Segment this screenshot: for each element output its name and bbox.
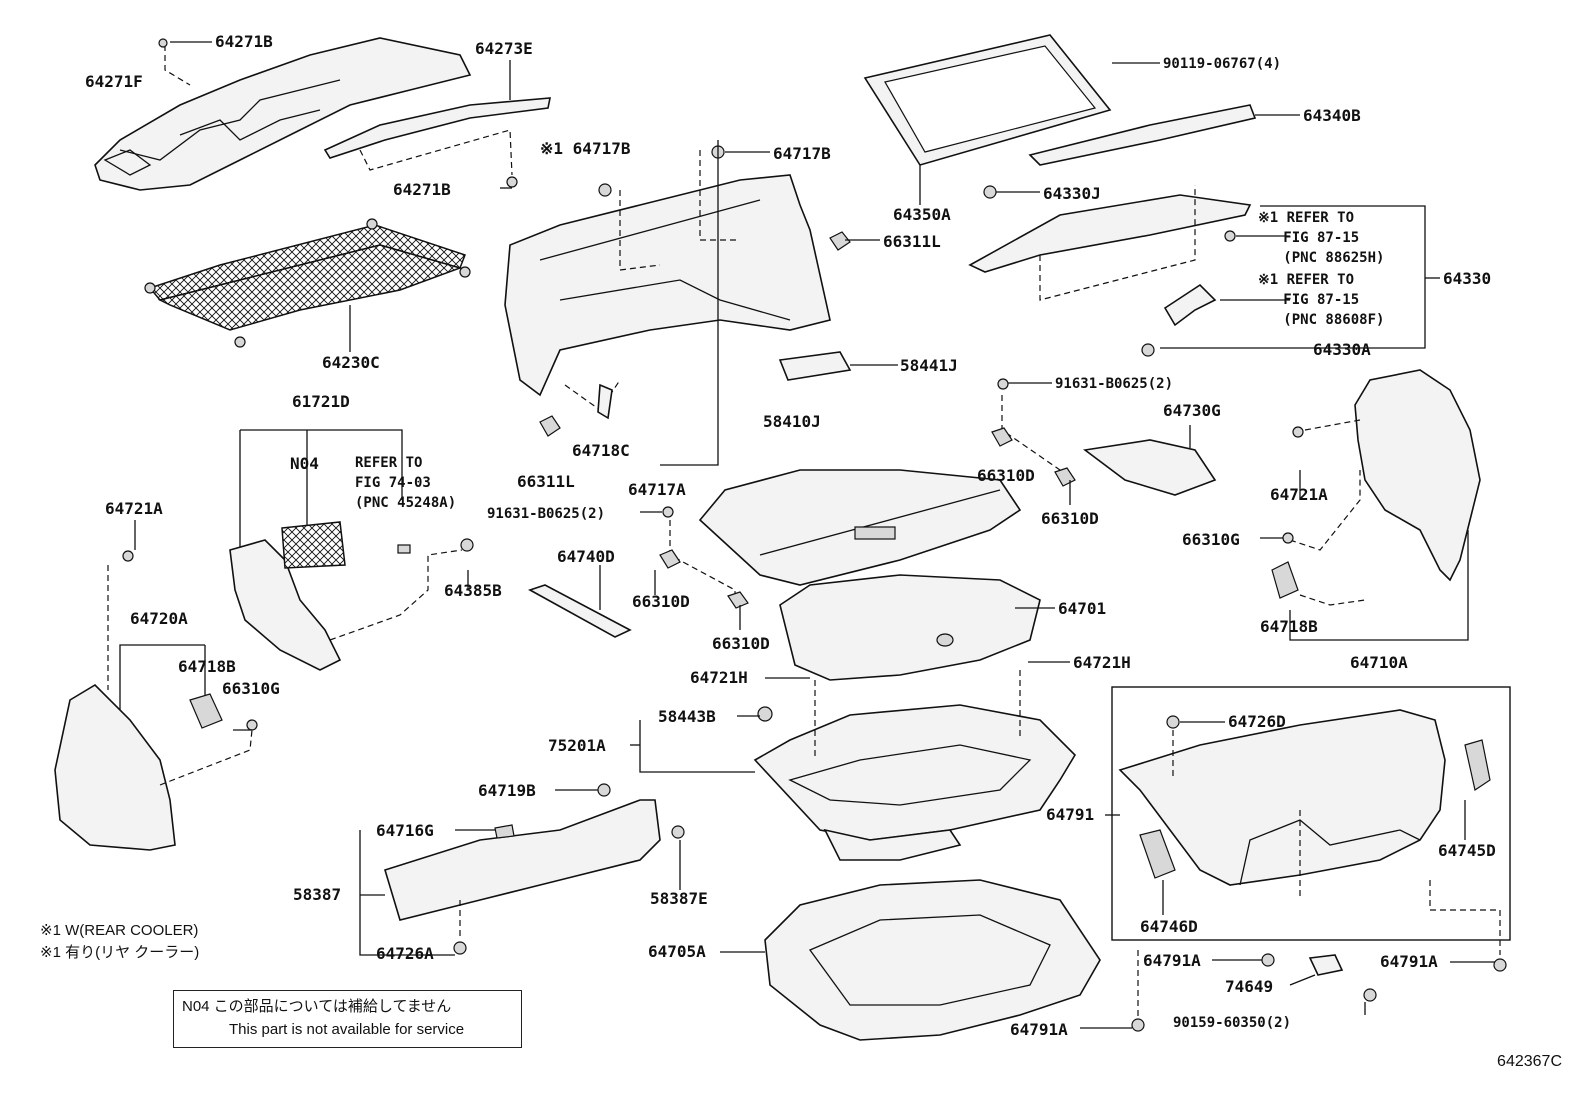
figure-id: 642367C — [1497, 1053, 1562, 1070]
label-64721H-right: 64721H — [1073, 653, 1131, 672]
label-74649: 74649 — [1225, 977, 1274, 996]
refer-to-fig-87-15-88625H: ※1 REFER TO FIG 87-15 (PNC 88625H) — [1258, 210, 1385, 266]
notice-box: N04 この部品については補給してません This part is not av… — [173, 990, 522, 1048]
label-64721A-left: 64721A — [105, 499, 163, 518]
label-66310D-a: 66310D — [977, 466, 1035, 485]
label-64717B-left: ※1 64717B — [540, 139, 631, 158]
notice-line-en: This part is not available for service — [229, 1021, 465, 1038]
label-64271F: 64271F — [85, 72, 143, 91]
label-N04: N04 — [290, 454, 319, 473]
label-64746D: 64746D — [1140, 917, 1198, 936]
label-64721A-right: 64721A — [1270, 485, 1328, 504]
label-66310D-c: 66310D — [632, 592, 690, 611]
notice-line-jp: N04 この部品については補給してません — [182, 998, 452, 1015]
label-64719B: 64719B — [478, 781, 536, 800]
label-58441J: 58441J — [900, 356, 958, 375]
label-64701: 64701 — [1058, 599, 1107, 618]
refer-to-fig-87-15-88608F: ※1 REFER TO FIG 87-15 (PNC 88608F) — [1258, 272, 1385, 328]
label-64720A: 64720A — [130, 609, 188, 628]
part-64330-shape — [968, 194, 1252, 273]
label-64726D: 64726D — [1228, 712, 1286, 731]
label-64271B-top: 64271B — [215, 32, 273, 51]
part-64718B-left-shape — [189, 693, 223, 729]
part-64718B-right-shape — [1271, 561, 1299, 599]
label-64385B: 64385B — [444, 581, 502, 600]
part-64717B-lining-shape — [504, 174, 831, 397]
note-rear-cooler-en: ※1 W(REAR COOLER) — [40, 922, 199, 939]
part-61721D-shape — [229, 539, 342, 671]
label-64791A-b: 64791A — [1380, 952, 1438, 971]
label-91631-B0625-top: 91631-B0625(2) — [1055, 376, 1174, 392]
part-58441J-shape — [778, 351, 852, 381]
label-64717A: 64717A — [628, 480, 686, 499]
refer-to-fig-74-03: REFER TO FIG 74-03 (PNC 45248A) — [355, 455, 457, 511]
label-64716G: 64716G — [376, 821, 434, 840]
label-64230C: 64230C — [322, 353, 380, 372]
label-66310G-right: 66310G — [1182, 530, 1240, 549]
label-58387E: 58387E — [650, 889, 708, 908]
label-66310D-d: 66310D — [712, 634, 770, 653]
label-61721D: 61721D — [292, 392, 350, 411]
label-64273E: 64273E — [475, 39, 533, 58]
part-74649-shape — [1308, 954, 1344, 976]
part-64740D-shape — [528, 584, 632, 638]
part-64273E-shape — [323, 97, 551, 159]
label-66311L-top: 66311L — [883, 232, 941, 251]
part-64705A-shape — [764, 879, 1101, 1041]
label-58387: 58387 — [293, 885, 342, 904]
part-64340B-shape — [1028, 104, 1257, 166]
label-64705A: 64705A — [648, 942, 706, 961]
label-64791A-c: 64791A — [1010, 1020, 1068, 1039]
label-64740D: 64740D — [557, 547, 615, 566]
label-64791: 64791 — [1046, 805, 1095, 824]
label-64726A: 64726A — [376, 944, 434, 963]
label-58410J: 58410J — [763, 412, 821, 431]
label-64340B: 64340B — [1303, 106, 1361, 125]
label-64730G: 64730G — [1163, 401, 1221, 420]
label-64791A-a: 64791A — [1143, 951, 1201, 970]
label-64271B-bottom: 64271B — [393, 180, 451, 199]
part-64745D-shape — [1464, 739, 1491, 791]
label-64330J: 64330J — [1043, 184, 1101, 203]
label-66311L-bottom: 66311L — [517, 472, 575, 491]
label-66310D-b: 66310D — [1041, 509, 1099, 528]
part-64271F-shape — [94, 37, 472, 191]
label-64350A: 64350A — [893, 205, 951, 224]
label-90119-06767: 90119-06767(4) — [1163, 56, 1282, 72]
label-91631-B0625-mid: 91631-B0625(2) — [487, 506, 606, 522]
part-64730G-shape — [1082, 439, 1217, 496]
part-64710A-shape — [1354, 369, 1481, 582]
part-64746D-shape — [1139, 829, 1176, 879]
label-64330A: 64330A — [1313, 340, 1371, 359]
part-64720A-shape — [54, 683, 176, 851]
label-64721H-left: 64721H — [690, 668, 748, 687]
label-64710A: 64710A — [1350, 653, 1408, 672]
label-64718B-left: 64718B — [178, 657, 236, 676]
label-66310G-left: 66310G — [222, 679, 280, 698]
label-64717B-right: 64717B — [773, 144, 831, 163]
part-75201A-shape — [753, 704, 1077, 841]
label-64718C: 64718C — [572, 441, 630, 460]
label-90159-60350: 90159-60350(2) — [1173, 1015, 1292, 1031]
note-rear-cooler-jp: ※1 有り(リヤ クーラー) — [40, 944, 200, 961]
part-64701-shape — [779, 574, 1041, 681]
part-58387-shape — [384, 799, 661, 921]
label-64330: 64330 — [1443, 269, 1492, 288]
label-58443B: 58443B — [658, 707, 716, 726]
label-64745D: 64745D — [1438, 841, 1496, 860]
label-64718B-right: 64718B — [1260, 617, 1318, 636]
label-75201A: 75201A — [548, 736, 606, 755]
